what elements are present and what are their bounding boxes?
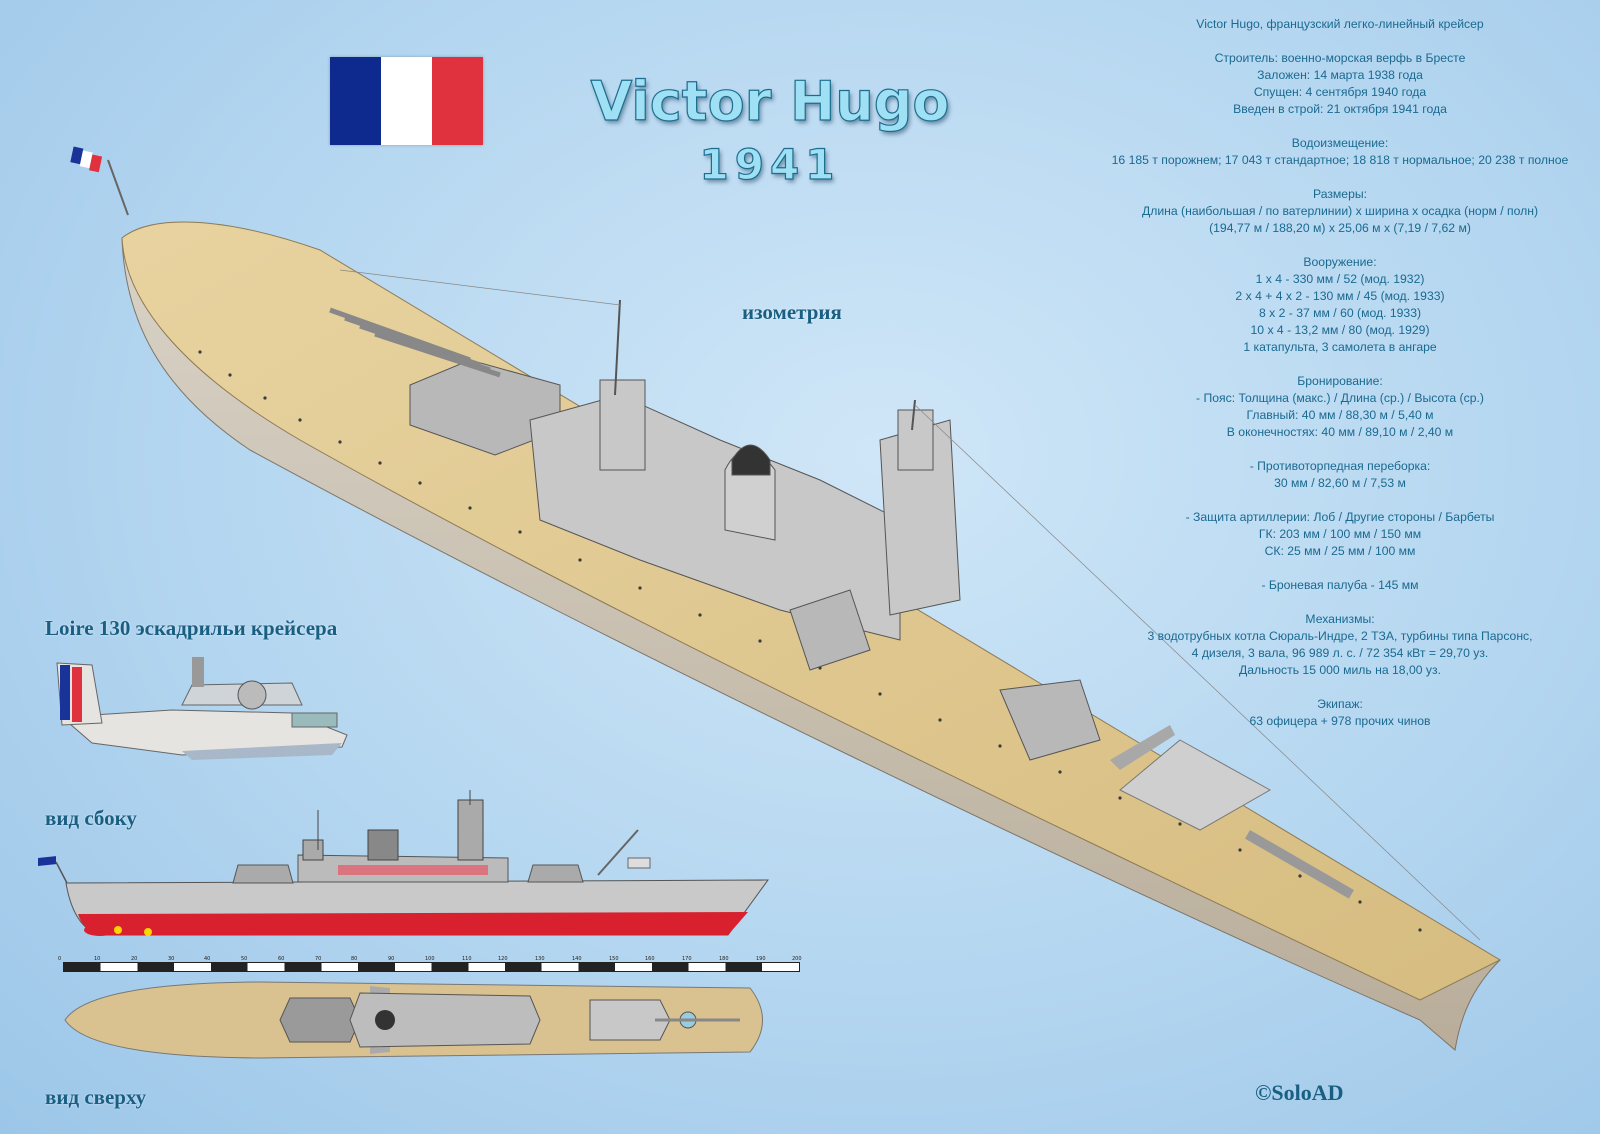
spec-line: Механизмы: bbox=[1305, 612, 1375, 626]
stern-flag-icon bbox=[70, 146, 129, 216]
spec-line: 63 офицера + 978 прочих чинов bbox=[1249, 714, 1431, 728]
spec-line: - Защита артиллерии: Лоб / Другие сторон… bbox=[1185, 510, 1495, 524]
spec-line: В оконечностях: 40 мм / 89,10 м / 2,40 м bbox=[1226, 425, 1454, 439]
spec-line: Длина (наибольшая / по ватерлинии) х шир… bbox=[1141, 204, 1539, 218]
scale-tick: 40 bbox=[204, 956, 211, 962]
label-top-view: вид сверху bbox=[45, 1085, 147, 1109]
spec-line: Строитель: военно-морская верфь в Бресте bbox=[1214, 51, 1466, 65]
scale-tick: 0 bbox=[58, 956, 62, 962]
spec-line: Водоизмещение: bbox=[1291, 136, 1389, 150]
top-view-ship-illustration bbox=[64, 981, 763, 1059]
specifications-panel: Victor Hugo, французский легко-линейный … bbox=[1090, 16, 1590, 730]
scale-tick: 160 bbox=[645, 956, 655, 962]
side-view-ship-illustration bbox=[38, 790, 769, 936]
scale-tick: 130 bbox=[535, 956, 545, 962]
scale-tick: 30 bbox=[168, 956, 175, 962]
spec-line: Экипаж: bbox=[1317, 697, 1363, 711]
spec-line bbox=[1090, 33, 1590, 50]
spec-line: - Броневая палуба - 145 мм bbox=[1261, 578, 1419, 592]
spec-line: Размеры: bbox=[1312, 187, 1368, 201]
spec-line: Вооружение: bbox=[1303, 255, 1377, 269]
scale-tick: 190 bbox=[756, 956, 766, 962]
spec-line: 3 водотрубных котла Сюраль-Индре, 2 ТЗА,… bbox=[1147, 629, 1533, 643]
spec-line: 8 х 2 - 37 мм / 60 (мод. 1933) bbox=[1258, 306, 1422, 320]
scale-bar bbox=[63, 962, 800, 972]
spec-line: (194,77 м / 188,20 м) х 25,06 м х (7,19 … bbox=[1209, 221, 1471, 235]
spec-line: Бронирование: bbox=[1297, 374, 1383, 388]
scale-tick: 150 bbox=[609, 956, 619, 962]
scale-tick: 140 bbox=[572, 956, 582, 962]
spec-line bbox=[1090, 679, 1590, 696]
scale-tick: 110 bbox=[462, 956, 472, 962]
scale-tick: 70 bbox=[315, 956, 322, 962]
copyright: ©SoloAD bbox=[1255, 1080, 1344, 1105]
scale-ticks: 0 10 20 30 40 50 60 70 80 90 100 110 120… bbox=[58, 956, 808, 964]
french-flag bbox=[330, 57, 483, 145]
spec-line bbox=[1090, 118, 1590, 135]
label-side-view: вид сбоку bbox=[45, 806, 137, 830]
spec-line: Дальность 15 000 миль на 18,00 уз. bbox=[1239, 663, 1441, 677]
label-isometric: изометрия bbox=[742, 300, 842, 324]
scale-tick: 20 bbox=[131, 956, 138, 962]
spec-line: 30 мм / 82,60 м / 7,53 м bbox=[1274, 476, 1406, 490]
ship-year: 1941 bbox=[699, 139, 841, 189]
spec-line: ГК: 203 мм / 100 мм / 150 мм bbox=[1258, 527, 1422, 541]
scale-tick: 100 bbox=[425, 956, 435, 962]
flag-white-stripe bbox=[381, 57, 432, 145]
scale-tick: 80 bbox=[351, 956, 358, 962]
spec-line bbox=[1090, 441, 1590, 458]
scale-tick: 200 bbox=[792, 956, 802, 962]
spec-line: Введен в строй: 21 октября 1941 года bbox=[1233, 102, 1447, 116]
flag-blue-stripe bbox=[330, 57, 381, 145]
flag-red-stripe bbox=[432, 57, 483, 145]
spec-line: - Противоторпедная переборка: bbox=[1249, 459, 1431, 473]
spec-line bbox=[1090, 356, 1590, 373]
spec-line: Главный: 40 мм / 88,30 м / 5,40 м bbox=[1246, 408, 1434, 422]
spec-line: Victor Hugo, французский легко-линейный … bbox=[1196, 17, 1484, 31]
spec-line bbox=[1090, 492, 1590, 509]
spec-line: Заложен: 14 марта 1938 года bbox=[1257, 68, 1423, 82]
spec-line: 16 185 т порожнем; 17 043 т стандартное;… bbox=[1111, 153, 1569, 167]
main-turret bbox=[329, 307, 561, 456]
scale-tick: 120 bbox=[498, 956, 508, 962]
spec-line bbox=[1090, 237, 1590, 254]
spec-line: СК: 25 мм / 25 мм / 100 мм bbox=[1264, 544, 1416, 558]
scale-tick: 60 bbox=[278, 956, 285, 962]
spec-line: 2 х 4 + 4 х 2 - 130 мм / 45 (мод. 1933) bbox=[1235, 289, 1445, 303]
spec-line bbox=[1090, 169, 1590, 186]
spec-line bbox=[1090, 560, 1590, 577]
scale-tick: 180 bbox=[719, 956, 729, 962]
scale-tick: 50 bbox=[241, 956, 248, 962]
loire-130-aircraft-illustration bbox=[56, 657, 348, 760]
spec-line: 4 дизеля, 3 вала, 96 989 л. с. / 72 354 … bbox=[1191, 646, 1489, 660]
spec-line: Спущен: 4 сентября 1940 года bbox=[1253, 85, 1427, 99]
ship-title: Victor Hugo bbox=[590, 69, 950, 133]
spec-line bbox=[1090, 594, 1590, 611]
scale-tick: 170 bbox=[682, 956, 692, 962]
spec-line: - Пояс: Толщина (макс.) / Длина (ср.) / … bbox=[1196, 391, 1484, 405]
label-aircraft: Loire 130 эскадрильи крейсера bbox=[45, 616, 338, 640]
spec-line: 1 х 4 - 330 мм / 52 (мод. 1932) bbox=[1255, 272, 1425, 286]
spec-line: 10 х 4 - 13,2 мм / 80 (мод. 1929) bbox=[1250, 323, 1430, 337]
spec-line: 1 катапульта, 3 самолета в ангаре bbox=[1243, 340, 1437, 354]
scale-tick: 90 bbox=[388, 956, 395, 962]
scale-tick: 10 bbox=[94, 956, 101, 962]
superstructure bbox=[529, 379, 1101, 761]
